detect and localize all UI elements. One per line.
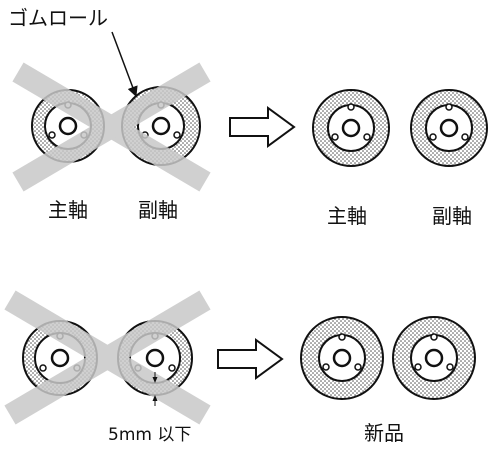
bottom-replace-arrow <box>217 338 284 380</box>
bottom-new-roll-sub <box>392 316 476 400</box>
top-new-roll-main <box>312 89 390 167</box>
top-left-main-caption: 主軸 <box>48 198 88 222</box>
bottom-cross-mark <box>4 290 211 425</box>
callout-leader <box>111 31 138 97</box>
top-left-sub-caption: 副軸 <box>138 198 178 222</box>
top-cross-mark <box>12 62 211 192</box>
top-right-sub-caption: 副軸 <box>432 204 472 228</box>
bottom-new-roll-main <box>300 316 384 400</box>
thickness-dimension <box>152 372 158 406</box>
rubber-roll-callout-label: ゴムロール <box>8 6 108 30</box>
top-new-roll-sub <box>410 89 488 167</box>
wear-limit-label: 5mm 以下 <box>108 425 192 445</box>
top-right-main-caption: 主軸 <box>327 204 367 228</box>
new-roll-label: 新品 <box>364 421 404 445</box>
top-replace-arrow <box>229 106 296 148</box>
